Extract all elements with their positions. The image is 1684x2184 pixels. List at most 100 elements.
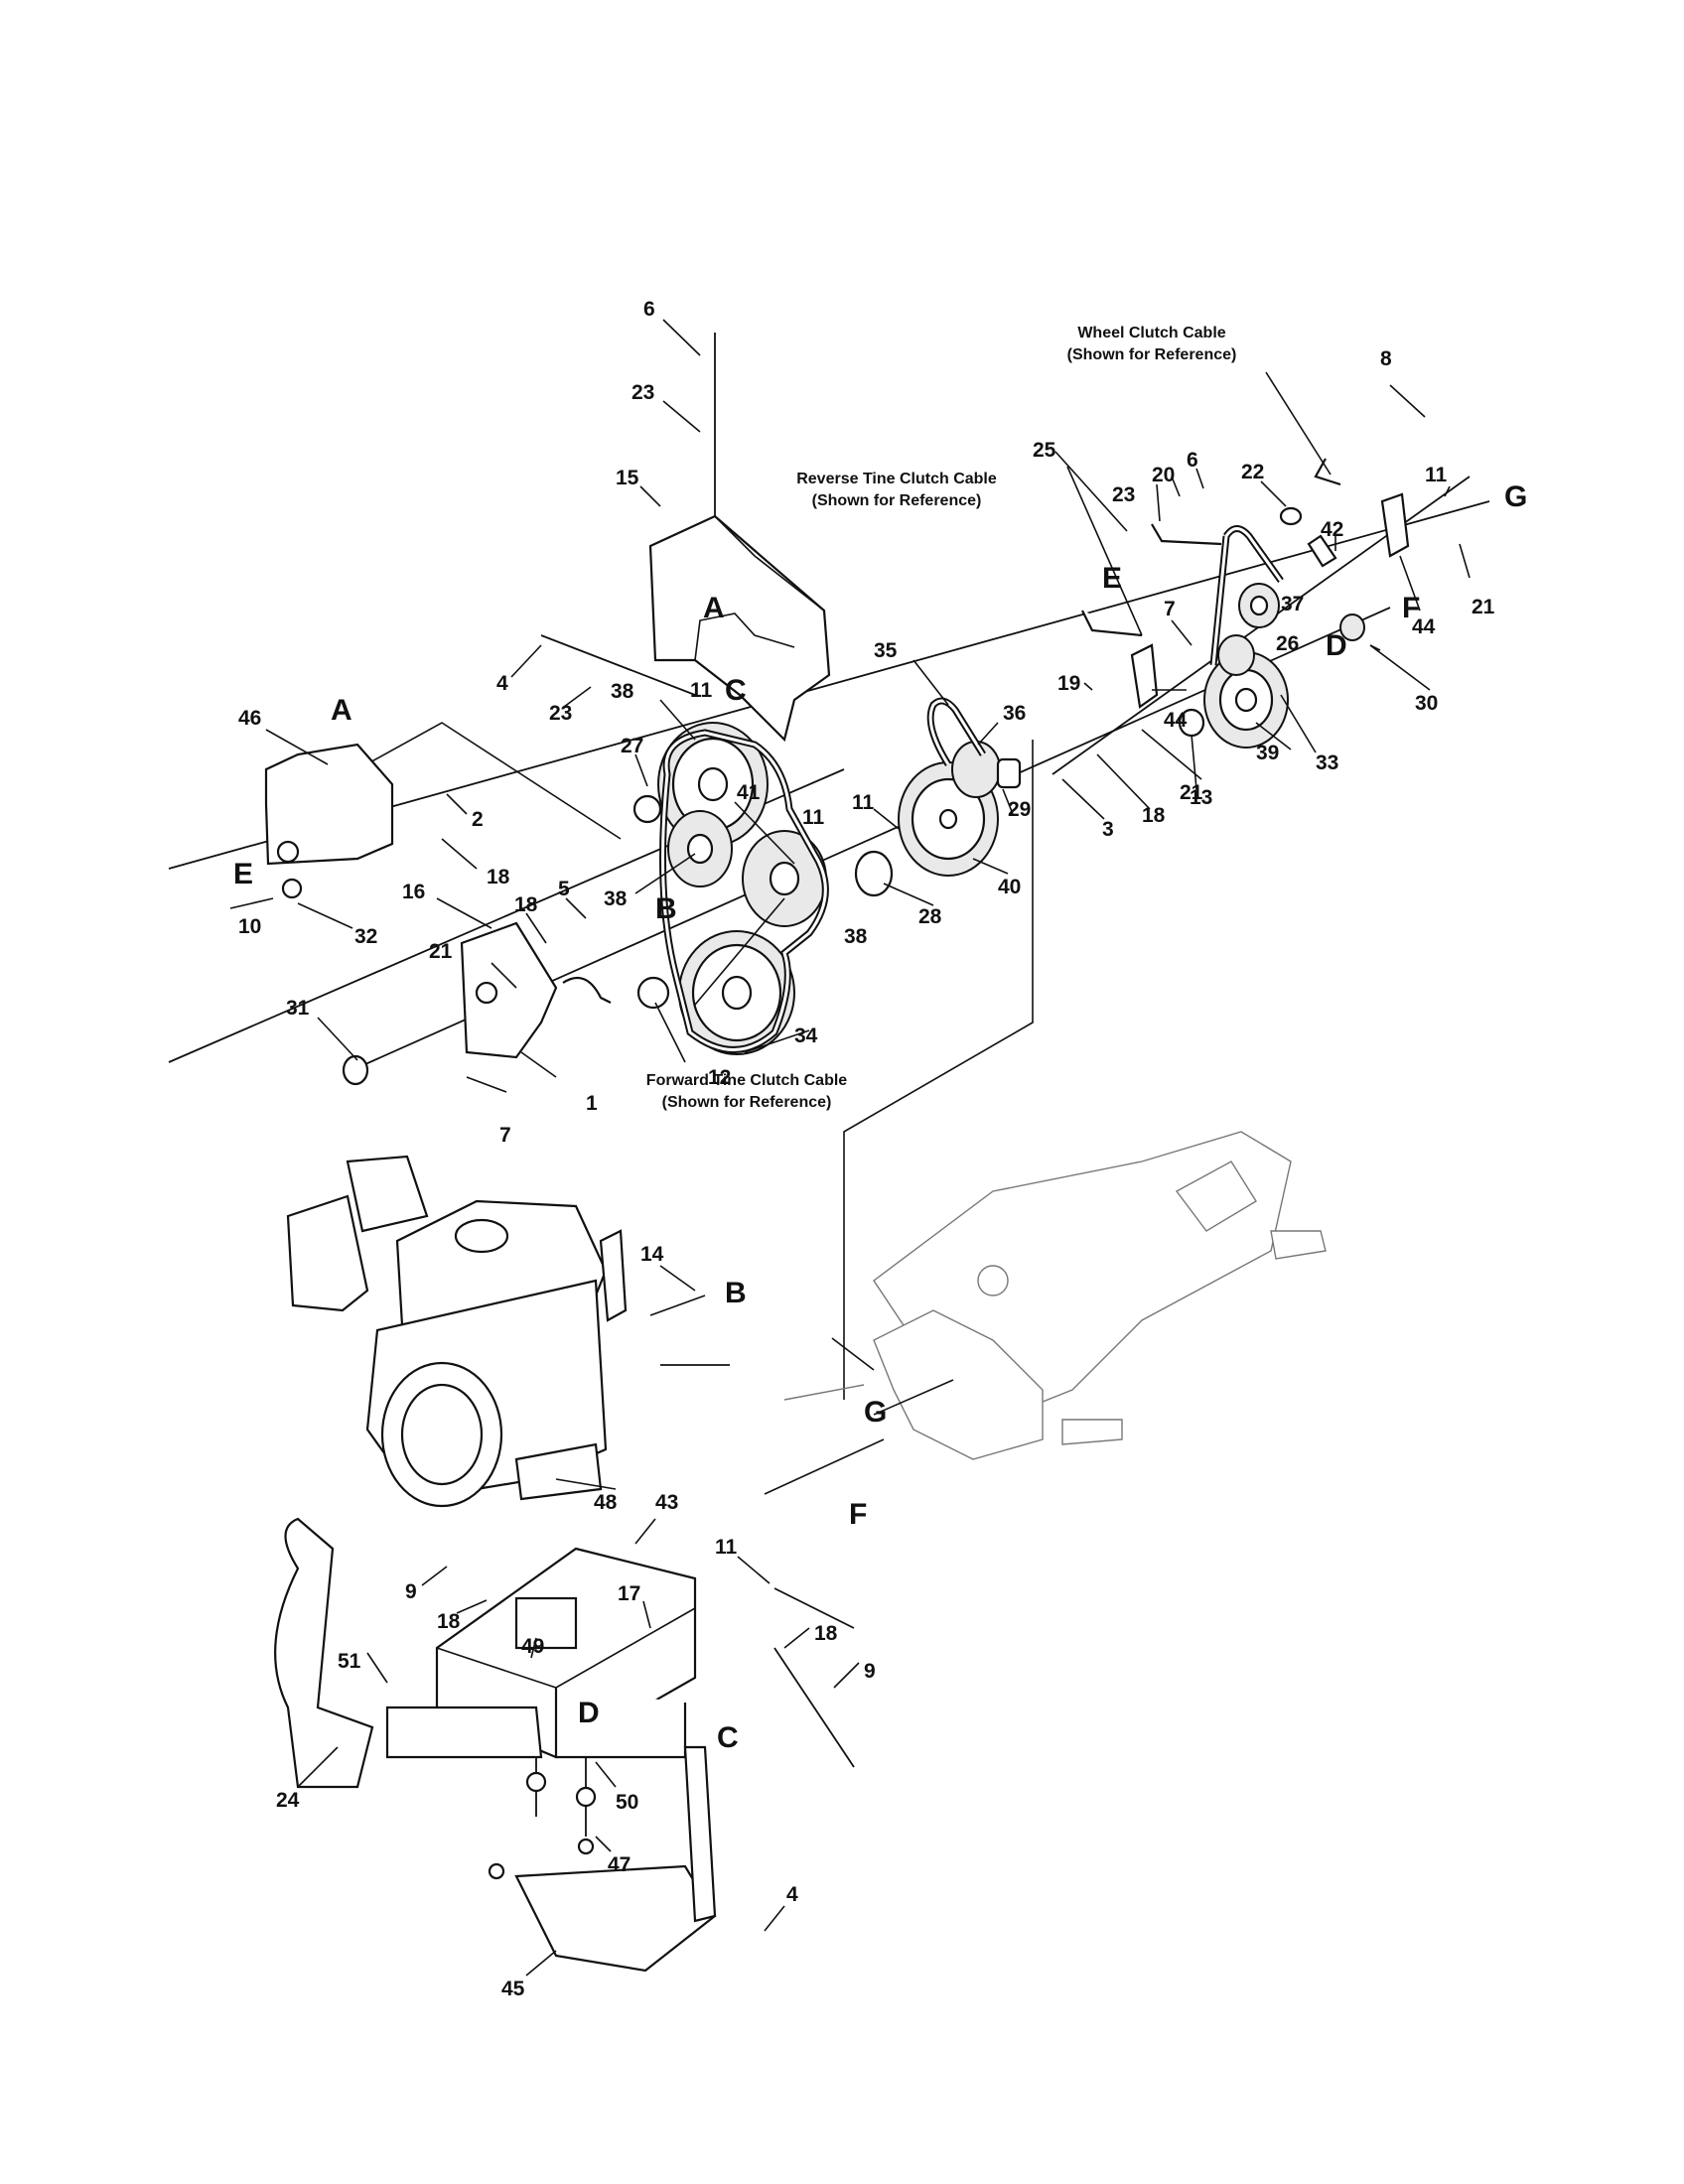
caption-reverse-tine-clutch-cable: Reverse Tine Clutch Cable (Shown for Ref… [796, 471, 997, 509]
callout-10: 10 [238, 915, 261, 938]
callout-50: 50 [616, 1791, 638, 1814]
callout-20: 20 [1152, 464, 1175, 486]
letter-B: B [655, 892, 677, 925]
callout-27: 27 [621, 735, 643, 757]
callout-34: 34 [794, 1024, 818, 1047]
svg-text:Wheel Clutch Cable: Wheel Clutch Cable [1077, 325, 1225, 341]
callout-36: 36 [1003, 702, 1026, 725]
callout-19: 19 [1057, 672, 1080, 695]
svg-text:(Shown for Reference): (Shown for Reference) [812, 492, 982, 509]
callout-16: 16 [402, 881, 425, 903]
callout-14: 14 [640, 1243, 664, 1266]
caption-wheel-clutch-cable: Wheel Clutch Cable (Shown for Reference) [1067, 325, 1237, 363]
callout-15: 15 [616, 467, 639, 489]
callout-47: 47 [608, 1853, 631, 1876]
callout-18: 18 [487, 866, 510, 888]
callout-6: 6 [643, 298, 655, 321]
callout-5: 5 [558, 878, 570, 900]
leader-lines [229, 319, 1471, 1977]
callout-23: 23 [1112, 483, 1135, 506]
letter-E: E [233, 858, 253, 890]
callout-1: 1 [586, 1092, 598, 1115]
callout-33: 33 [1316, 751, 1338, 774]
callout-22: 22 [1241, 461, 1264, 483]
callout-21: 21 [1180, 781, 1203, 804]
callout-9: 9 [864, 1660, 876, 1683]
callout-17: 17 [618, 1582, 640, 1605]
callout-6: 6 [1187, 449, 1198, 472]
callout-44: 44 [1164, 709, 1188, 732]
callout-18: 18 [437, 1610, 461, 1633]
callout-24: 24 [276, 1789, 300, 1812]
frame [274, 1517, 717, 1973]
transmission-reference [783, 1131, 1327, 1460]
center-pulleys [898, 697, 1022, 877]
callout-7: 7 [499, 1124, 511, 1147]
callout-11: 11 [1425, 464, 1448, 486]
letter-A: A [703, 592, 725, 624]
callout-13: 13 [1190, 786, 1212, 809]
svg-text:(Shown for Reference): (Shown for Reference) [1067, 346, 1237, 363]
callout-46: 46 [238, 707, 261, 730]
callout-18: 18 [514, 893, 538, 916]
svg-text:Forward Tine Clutch Cable: Forward Tine Clutch Cable [646, 1072, 848, 1089]
callout-21: 21 [1472, 596, 1495, 618]
callout-11: 11 [802, 806, 825, 829]
svg-text:Reverse Tine Clutch Cable: Reverse Tine Clutch Cable [796, 471, 997, 487]
engine [286, 1155, 706, 1508]
left-pulley-cluster [632, 722, 894, 1055]
callout-41: 41 [737, 781, 761, 804]
callout-4: 4 [496, 672, 508, 695]
callout-7: 7 [1164, 598, 1176, 620]
callout-42: 42 [1321, 518, 1343, 541]
letter-F: F [1402, 592, 1420, 624]
callout-38: 38 [611, 680, 634, 703]
letter-G: G [1504, 480, 1527, 513]
letter-A: A [331, 694, 352, 727]
callout-38: 38 [604, 887, 628, 910]
letter-D: D [578, 1697, 600, 1729]
callout-23: 23 [632, 381, 654, 404]
reference-letters: A A B B C C D D E E F F G G [233, 480, 1527, 1754]
brackets [264, 492, 1410, 1086]
callout-28: 28 [918, 905, 942, 928]
callout-18: 18 [1142, 804, 1166, 827]
right-pulleys [1178, 506, 1365, 749]
callout-9: 9 [405, 1580, 417, 1603]
callout-49: 49 [521, 1635, 544, 1658]
callout-26: 26 [1276, 632, 1299, 655]
callout-2: 2 [472, 808, 484, 831]
callout-23: 23 [549, 702, 572, 725]
callout-37: 37 [1281, 593, 1304, 615]
letter-C: C [725, 674, 747, 707]
callout-11: 11 [852, 791, 875, 814]
callout-21: 21 [429, 940, 453, 963]
callout-48: 48 [594, 1491, 618, 1514]
caption-forward-tine-clutch-cable: Forward Tine Clutch Cable (Shown for Ref… [646, 1072, 848, 1111]
letter-E: E [1102, 562, 1122, 595]
callout-25: 25 [1033, 439, 1056, 462]
callout-3: 3 [1102, 818, 1114, 841]
callout-11: 11 [715, 1536, 738, 1559]
callout-44: 44 [1412, 615, 1436, 638]
callout-40: 40 [998, 876, 1021, 898]
callout-38: 38 [844, 925, 868, 948]
letter-F: F [849, 1498, 867, 1531]
callout-39: 39 [1256, 742, 1279, 764]
callout-30: 30 [1415, 692, 1438, 715]
callout-12: 12 [708, 1066, 731, 1089]
letter-G: G [864, 1396, 887, 1429]
callout-45: 45 [501, 1978, 525, 2000]
letter-D: D [1326, 629, 1347, 662]
callout-35: 35 [874, 639, 898, 662]
svg-text:(Shown for Reference): (Shown for Reference) [662, 1094, 832, 1111]
callout-43: 43 [655, 1491, 678, 1514]
letter-B: B [725, 1277, 747, 1309]
callout-29: 29 [1008, 798, 1031, 821]
callout-51: 51 [338, 1650, 361, 1673]
callout-numbers: 6 23 15 4 23 46 2 18 10 32 16 18 5 21 31… [238, 298, 1495, 2000]
callout-8: 8 [1380, 347, 1392, 370]
callout-4: 4 [786, 1883, 798, 1906]
callout-31: 31 [286, 997, 310, 1020]
